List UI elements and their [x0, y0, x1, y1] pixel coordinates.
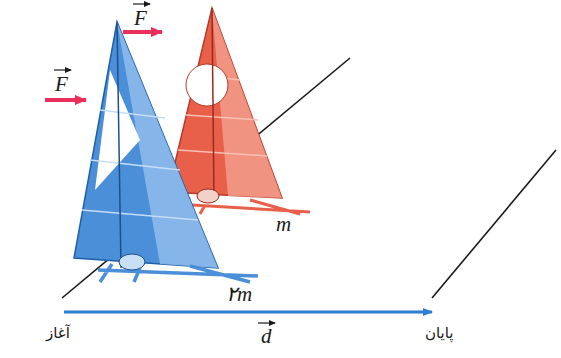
- force-arrow: [45, 98, 86, 102]
- finish-line: [432, 150, 556, 298]
- vector-accent: [133, 3, 150, 4]
- force-arrow: [123, 30, 162, 34]
- force-label: F: [134, 8, 147, 29]
- red-iceboat: [168, 8, 310, 214]
- vector-accent: [54, 69, 71, 70]
- finish-label: پایان: [425, 326, 454, 341]
- force-label: F: [55, 74, 68, 95]
- vector-accent: [258, 322, 275, 323]
- mass-label: m: [276, 214, 291, 235]
- start-label: آغاز: [46, 326, 70, 341]
- displacement-label: d: [261, 326, 272, 347]
- mass-label: ۲m: [226, 284, 252, 305]
- displacement-arrow: [64, 311, 432, 314]
- blue-iceboat: [74, 22, 258, 282]
